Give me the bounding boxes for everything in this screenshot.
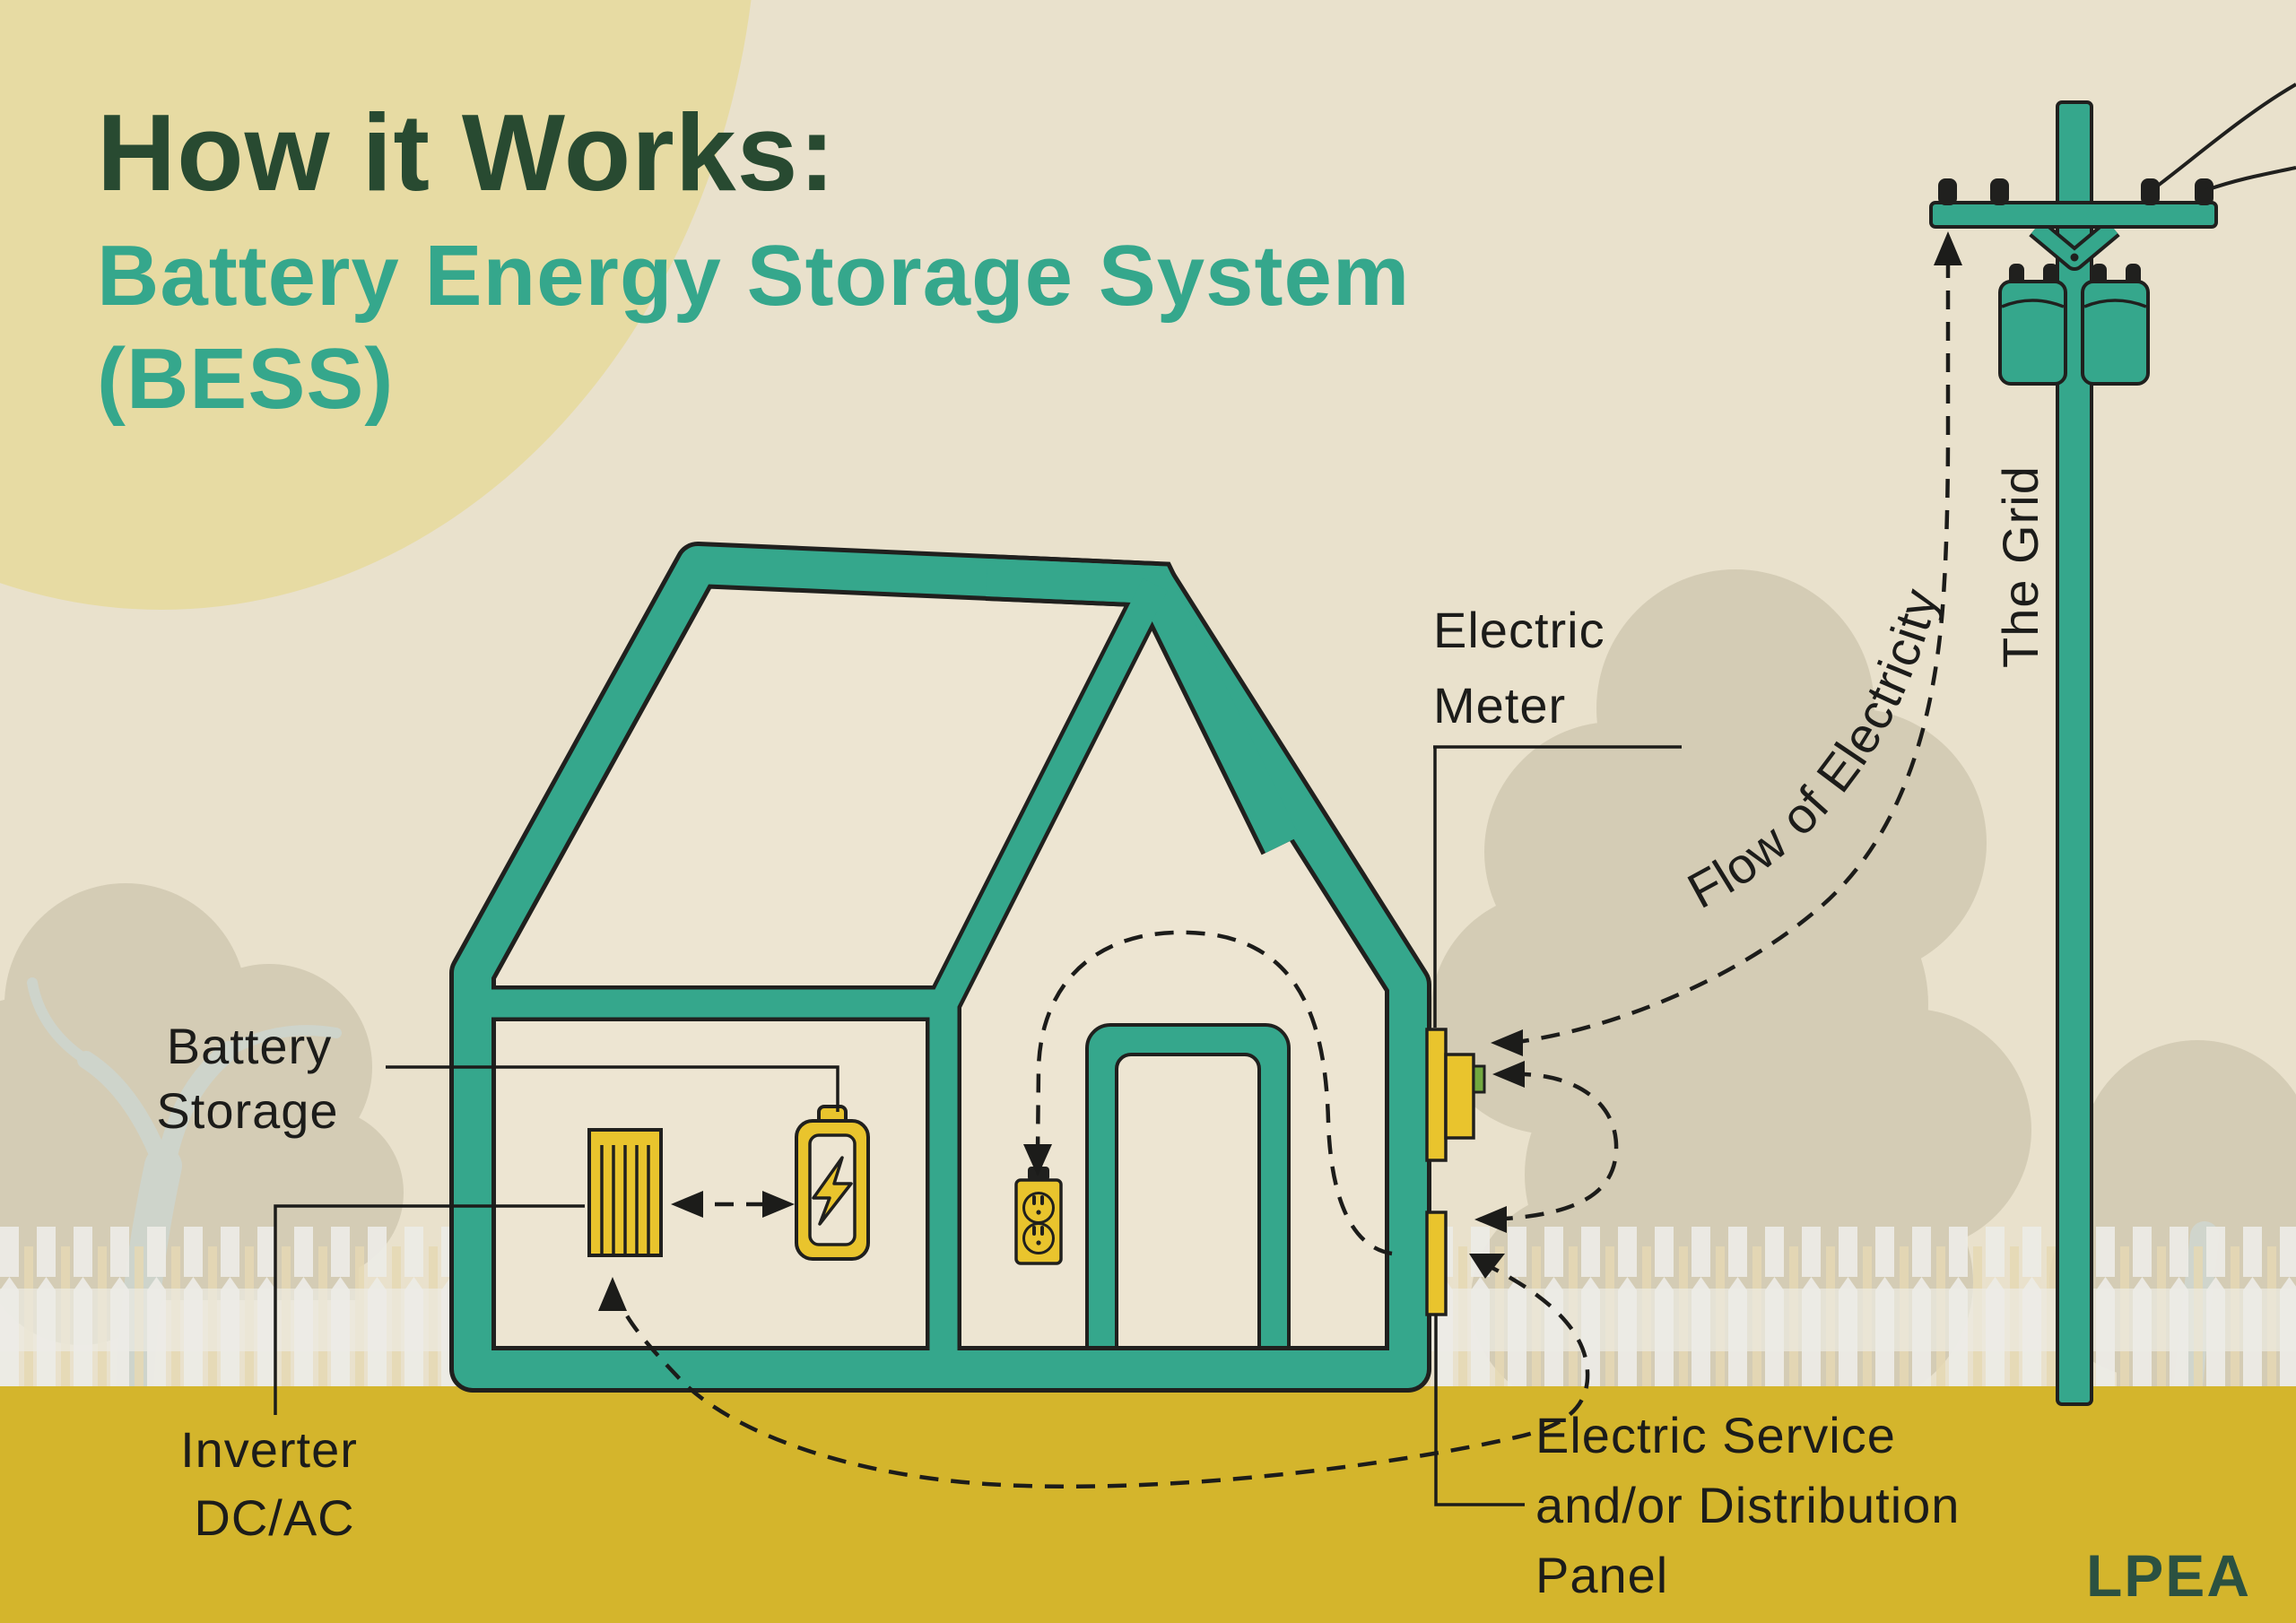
power-lines-icon bbox=[2152, 82, 2296, 192]
transformer-icon bbox=[1998, 264, 2150, 386]
electric-meter-icon bbox=[1425, 1028, 1486, 1162]
sun-icon bbox=[0, 0, 752, 610]
service-panel-icon bbox=[1425, 1211, 1448, 1316]
label-inverter-1: Inverter bbox=[180, 1421, 358, 1478]
house-icon bbox=[449, 542, 1431, 1393]
door-icon bbox=[1085, 1023, 1291, 1385]
leader-inverter bbox=[274, 1204, 585, 1415]
utility-pole-icon bbox=[1929, 82, 2296, 1406]
leader-electric-meter bbox=[1433, 745, 1682, 1028]
electricity-flow-arrows bbox=[598, 231, 1962, 1489]
page-subtitle: Battery Energy Storage System bbox=[97, 228, 1410, 324]
flow-arrow-panel-outlet bbox=[1035, 930, 1393, 1256]
label-service-panel-3: Panel bbox=[1535, 1547, 1668, 1603]
arrowhead-up-icon bbox=[1934, 231, 1962, 265]
leader-lines bbox=[274, 745, 1682, 1506]
lpea-logo: LPEA bbox=[2086, 1542, 2251, 1609]
page-subtitle-acronym: (BESS) bbox=[97, 331, 394, 427]
leader-battery-storage bbox=[386, 1065, 839, 1112]
flow-arrow-meter-panel bbox=[1490, 1072, 1619, 1222]
arrowhead-left-icon bbox=[1492, 1061, 1525, 1088]
inverter-icon bbox=[587, 1128, 663, 1257]
label-inverter-2: DC/AC bbox=[194, 1489, 354, 1546]
arrowhead-left-icon bbox=[1474, 1206, 1507, 1233]
flow-arrow-grid-meter bbox=[1509, 262, 1951, 1046]
battery-icon bbox=[795, 1105, 870, 1261]
page-title: How it Works: bbox=[97, 91, 836, 213]
flow-arrow-panel-inverter bbox=[614, 1260, 1590, 1489]
insulator-icon bbox=[1938, 178, 2213, 205]
label-service-panel-1: Electric Service bbox=[1535, 1407, 1896, 1463]
arrowhead-left-icon bbox=[1491, 1029, 1523, 1056]
ground bbox=[0, 1386, 2296, 1623]
label-service-panel-2: and/or Distribution bbox=[1535, 1477, 1960, 1533]
label-battery-storage-2: Storage bbox=[156, 1082, 338, 1139]
arrowhead-left-icon bbox=[671, 1191, 703, 1218]
leader-service-panel bbox=[1434, 1315, 1525, 1506]
lightning-bolt-icon bbox=[812, 1156, 853, 1226]
title-block: How it Works: Battery Energy Storage Sys… bbox=[97, 91, 1410, 427]
arrowhead-up-icon bbox=[598, 1277, 627, 1311]
label-the-grid: The Grid bbox=[1992, 465, 2048, 668]
arrowhead-upleft-icon bbox=[1469, 1254, 1505, 1279]
label-battery-storage-1: Battery bbox=[167, 1018, 332, 1074]
label-electric-meter-2: Meter bbox=[1433, 677, 1566, 733]
arrowhead-right-icon bbox=[762, 1191, 795, 1218]
label-electric-meter-1: Electric bbox=[1433, 602, 1605, 658]
arrowhead-down-icon bbox=[1023, 1144, 1052, 1176]
outlet-icon bbox=[1014, 1167, 1063, 1265]
